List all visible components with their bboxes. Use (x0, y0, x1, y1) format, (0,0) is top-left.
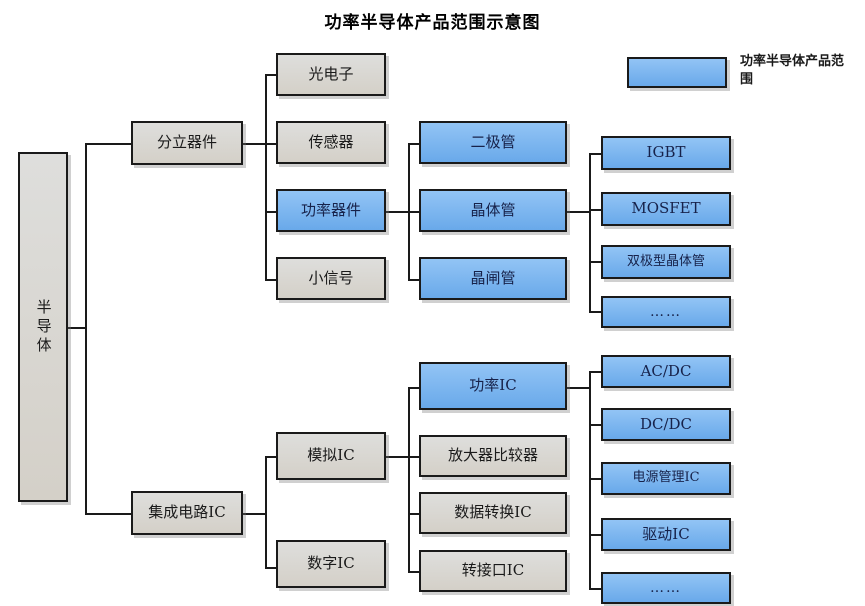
connector-transistor-to-bipolar (589, 261, 603, 263)
connector-transistor-to-mosfet (589, 209, 603, 211)
connector-transistor-to-igbt (589, 153, 603, 155)
connector-powerdevice-to-transistor (408, 211, 421, 213)
connector-poweric-to-pmic (589, 478, 603, 480)
connector-analog-to-interface (408, 571, 421, 573)
connector-analog-stub (385, 456, 410, 458)
node-transistor[interactable]: 晶体管 (419, 189, 567, 232)
node-optoelectronics[interactable]: 光电子 (276, 53, 386, 96)
connector-powerdevice-to-diode (408, 143, 421, 145)
connector-discrete-to-power (265, 211, 278, 213)
node-bipolar-transistor[interactable]: 双极型晶体管 (601, 245, 731, 279)
legend-label: 功率半导体产品范围 (740, 54, 845, 87)
node-digital-ic[interactable]: 数字IC (276, 540, 386, 588)
node-interface-ic[interactable]: 转接口IC (419, 550, 567, 592)
connector-analog-spine (408, 387, 410, 571)
node-data-conversion-ic[interactable]: 数据转换IC (419, 492, 567, 534)
connector-root-to-discrete (85, 143, 133, 145)
connector-transistor-stub (566, 211, 591, 213)
node-igbt[interactable]: IGBT (601, 136, 731, 170)
connector-discrete-to-sensor (265, 143, 278, 145)
connector-root-stub (68, 327, 87, 329)
connector-powerdevice-stub (385, 211, 410, 213)
node-power-management-ic[interactable]: 电源管理IC (601, 462, 731, 495)
connector-ic-spine (265, 456, 267, 569)
legend-swatch (627, 57, 727, 88)
connector-poweric-to-driver (589, 534, 603, 536)
connector-discrete-to-opto (265, 74, 278, 76)
node-small-signal[interactable]: 小信号 (276, 257, 386, 300)
node-amplifier-comparator[interactable]: 放大器比较器 (419, 435, 567, 477)
node-power-devices[interactable]: 功率器件 (276, 189, 386, 232)
connector-ic-stub (242, 513, 267, 515)
node-mosfet[interactable]: MOSFET (601, 192, 731, 226)
page-title: 功率半导体产品范围示意图 (324, 13, 541, 33)
node-power-ic[interactable]: 功率IC (419, 362, 567, 410)
connector-ic-to-analog (265, 456, 278, 458)
connector-discrete-spine (265, 74, 267, 281)
node-thyristor[interactable]: 晶闸管 (419, 257, 567, 300)
connector-analog-to-poweric (408, 387, 421, 389)
node-diode[interactable]: 二极管 (419, 121, 567, 164)
connector-poweric-to-acdc (589, 371, 603, 373)
node-discrete-devices[interactable]: 分立器件 (131, 121, 243, 165)
connector-poweric-stub (566, 387, 591, 389)
connector-discrete-to-smallsignal (265, 279, 278, 281)
connector-poweric-to-more (589, 588, 603, 590)
node-sensors[interactable]: 传感器 (276, 121, 386, 164)
connector-poweric-to-dcdc (589, 424, 603, 426)
connector-analog-to-amplifier (408, 456, 421, 458)
node-transistor-more[interactable]: …… (601, 296, 731, 328)
connector-transistor-to-more (589, 311, 603, 313)
connector-transistor-spine (589, 153, 591, 311)
node-dcdc[interactable]: DC/DC (601, 408, 731, 441)
node-power-ic-more[interactable]: …… (601, 572, 731, 604)
connector-root-to-ic (85, 513, 133, 515)
connector-ic-to-digital (265, 567, 278, 569)
connector-analog-to-dataconv (408, 513, 421, 515)
connector-discrete-stub (242, 143, 267, 145)
node-semiconductor[interactable]: 半导体 (18, 152, 68, 502)
connector-powerdevice-to-thyristor (408, 279, 421, 281)
connector-root-spine (85, 143, 87, 515)
node-analog-ic[interactable]: 模拟IC (276, 432, 386, 480)
node-integrated-circuits[interactable]: 集成电路IC (131, 491, 243, 535)
node-driver-ic[interactable]: 驱动IC (601, 518, 731, 551)
node-acdc[interactable]: AC/DC (601, 355, 731, 388)
